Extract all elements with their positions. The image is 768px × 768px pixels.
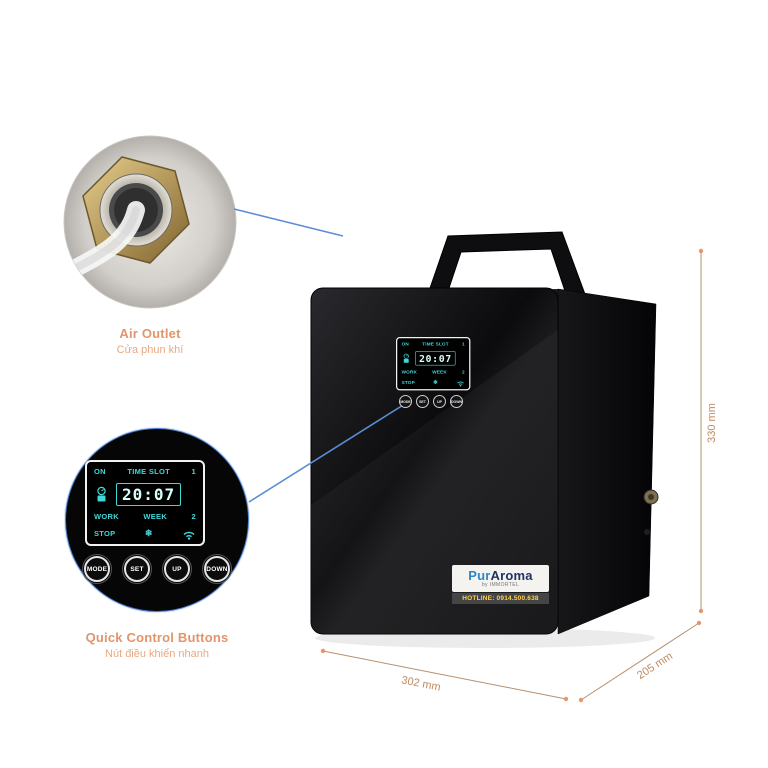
air-outlet-photo	[64, 156, 190, 279]
lcd-time-row: 20:07	[94, 482, 196, 506]
down-button[interactable]: DOWN	[202, 554, 232, 584]
air-outlet-subtitle: Cửa phun khí	[116, 344, 184, 356]
machine-side-panel	[557, 288, 657, 635]
lcd-timeslot-label: TIME SLOT	[422, 341, 449, 347]
lcd-week-value: 2	[191, 512, 196, 522]
dim-line-width	[322, 650, 567, 700]
height-dimension-label: 330 mm	[706, 403, 718, 443]
dimension-lines	[322, 251, 702, 701]
lcd-timeslot-value: 1	[462, 341, 465, 347]
lcd-week-row: WORK WEEK 2	[94, 512, 196, 521]
dimension-end-dots	[320, 248, 704, 703]
lcd-time: 20:07	[415, 351, 456, 366]
controls-title: Quick Control Buttons	[85, 630, 229, 645]
dim-line-depth	[580, 622, 700, 701]
side-port-hole	[644, 529, 650, 535]
wifi-icon	[183, 531, 195, 540]
side-lock-keyhole	[648, 494, 654, 500]
lcd-timeslot-value: 1	[191, 467, 196, 476]
inset-display: ON TIME SLOT 1 20:07 WORK WEEK 2 STOP ❄	[85, 460, 205, 546]
lcd-week-label: WEEK	[432, 369, 447, 376]
lcd-work-label: WORK	[401, 369, 418, 376]
lcd-time-row: 20:07	[402, 351, 465, 366]
lcd-timeslot-label: TIME SLOT	[127, 467, 171, 476]
mode-button[interactable]: MODE	[82, 554, 112, 584]
lcd-time: 20:07	[116, 482, 182, 506]
controls-caption: Quick Control Buttons Nút điều khiển nha…	[47, 630, 267, 660]
controls-subtitle: Nút điều khiển nhanh	[105, 648, 209, 660]
pump-icon	[403, 353, 409, 363]
machine-front-panel	[310, 287, 559, 635]
lcd-screen: ON TIME SLOT 1 20:07 WORK WEEK 2 STOP ❄	[85, 460, 205, 546]
outlet-tube-shading	[68, 206, 140, 274]
machine-display: ON TIME SLOT 1 20:07 WORK WEEK 2 STOP ❄	[396, 337, 471, 391]
down-button[interactable]: DOWN	[450, 395, 463, 408]
brand-name-pur: Pur	[468, 568, 491, 583]
lcd-stop-row: STOP ❄	[401, 379, 465, 387]
lcd-stop-label: STOP	[401, 380, 415, 386]
hotline-strip: HOTLINE: 0914.500.638	[452, 593, 549, 604]
pump-icon	[97, 486, 106, 502]
callout-line-controls	[248, 401, 409, 503]
set-button[interactable]: SET	[416, 395, 429, 408]
lcd-stop-label: STOP	[94, 529, 116, 539]
air-outlet-caption: Air Outlet Cửa phun khí	[62, 326, 238, 356]
up-button[interactable]: UP	[162, 554, 192, 584]
wifi-icon	[457, 381, 464, 387]
brand-name-aroma: Aroma	[490, 568, 533, 583]
mode-button[interactable]: MODE	[399, 395, 412, 408]
lcd-on-label: ON	[94, 467, 106, 476]
lcd-week-row: WORK WEEK 2	[402, 369, 465, 375]
lcd-week-label: WEEK	[143, 512, 168, 522]
lcd-work-label: WORK	[94, 512, 119, 522]
lcd-stop-row: STOP ❄	[94, 528, 196, 540]
brand-label: PurAroma by IMMORTEL	[452, 565, 549, 592]
up-button[interactable]: UP	[433, 395, 446, 408]
lcd-on-label: ON	[401, 341, 409, 347]
front-gloss-reflection	[311, 330, 558, 634]
snowflake-icon: ❄	[433, 379, 438, 386]
set-button[interactable]: SET	[122, 554, 152, 584]
machine-handle	[427, 231, 587, 298]
brand-byline: by IMMORTEL	[481, 582, 520, 588]
air-outlet-title: Air Outlet	[119, 326, 181, 341]
brand-name: PurAroma	[468, 569, 532, 582]
lcd-status-row: ON TIME SLOT 1	[94, 467, 196, 476]
machine-button-row: MODE SET UP DOWN	[399, 395, 463, 408]
inset-button-row: MODE SET UP DOWN	[82, 554, 232, 584]
snowflake-icon: ❄	[144, 528, 153, 539]
lcd-status-row: ON TIME SLOT 1	[402, 341, 465, 347]
lcd-screen: ON TIME SLOT 1 20:07 WORK WEEK 2 STOP ❄	[396, 337, 471, 391]
lcd-week-value: 2	[462, 369, 465, 376]
callout-line-air-outlet	[233, 208, 344, 237]
